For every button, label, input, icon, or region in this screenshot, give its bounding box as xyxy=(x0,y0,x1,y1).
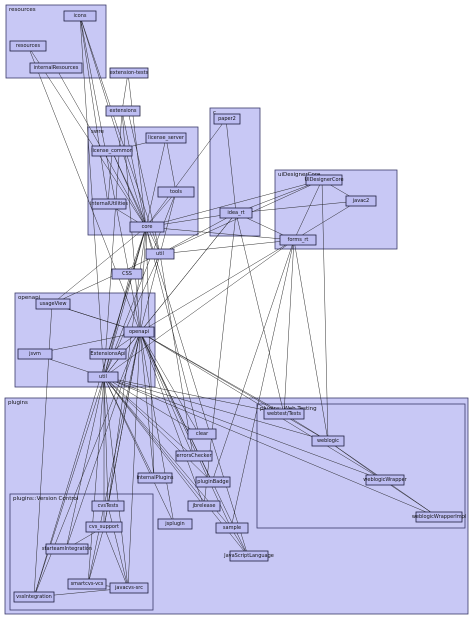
node-weblogic[interactable]: weblogic xyxy=(311,435,345,447)
node-license-common[interactable]: license_common xyxy=(91,145,133,157)
node-web-tests[interactable]: webtest/Tests xyxy=(263,408,305,420)
svg-text:vssIntegration: vssIntegration xyxy=(16,594,52,600)
svg-text:UIDesignerCore: UIDesignerCore xyxy=(304,177,343,183)
svg-text:clear: clear xyxy=(196,431,209,437)
svg-text:paper2: paper2 xyxy=(218,116,236,122)
svg-text:internalResources: internalResources xyxy=(34,65,79,71)
cluster-label: uiDesignerCore xyxy=(278,172,321,178)
node-vss-integration[interactable]: vssIntegration xyxy=(13,591,55,603)
svg-text:jsplugin: jsplugin xyxy=(164,521,184,527)
svg-text:forms_rt: forms_rt xyxy=(288,237,309,243)
node-jbrelease[interactable]: jbrelease xyxy=(187,500,221,512)
svg-text:idea_rt: idea_rt xyxy=(227,210,244,216)
cluster-label: resources xyxy=(9,7,36,13)
svg-text:JavaScriptLanguage: JavaScriptLanguage xyxy=(223,553,274,559)
cluster-label: openapi xyxy=(18,295,41,301)
svg-text:usageView: usageView xyxy=(40,301,67,307)
node-cvs-support[interactable]: cvs_support xyxy=(85,521,123,533)
svg-text:license_common: license_common xyxy=(91,148,133,154)
node-weblogic-wrapper-impl[interactable]: weblogicWrapperImpl xyxy=(412,511,466,523)
node-util-openapi[interactable]: util xyxy=(87,371,119,383)
node-cvs-tests[interactable]: cvsTests xyxy=(91,500,125,512)
node-javac2[interactable]: javac2 xyxy=(345,195,377,207)
cluster-label: plugins::Version Control xyxy=(13,496,79,502)
svg-text:extension-tests: extension-tests xyxy=(110,70,149,76)
node-javacvs-src[interactable]: javacvs-src xyxy=(109,582,149,594)
node-usage-view[interactable]: usageView xyxy=(35,298,71,310)
node-uidesigner-core[interactable]: UIDesignerCore xyxy=(304,174,344,186)
svg-text:internalUtilities: internalUtilities xyxy=(90,201,128,207)
svg-text:starteamIntegration: starteamIntegration xyxy=(42,546,92,552)
node-java-script-language[interactable]: JavaScriptLanguage xyxy=(223,550,274,562)
svg-text:util: util xyxy=(156,251,164,257)
svg-text:util: util xyxy=(99,374,107,380)
svg-text:ExtensionsApi: ExtensionsApi xyxy=(90,351,125,357)
svg-text:icons: icons xyxy=(74,13,87,19)
node-css[interactable]: CSS xyxy=(111,268,143,280)
cluster-plugins-web-testing: plugins::Web Testing xyxy=(256,403,466,529)
node-extension-tests[interactable]: extension-tests xyxy=(109,67,149,79)
node-tools[interactable]: tools xyxy=(157,186,195,198)
node-resources[interactable]: resources xyxy=(9,40,47,52)
svg-text:cvsTests: cvsTests xyxy=(98,503,119,509)
svg-text:license_server: license_server xyxy=(148,135,185,141)
svg-text:core: core xyxy=(142,224,153,230)
node-plugin-badge[interactable]: pluginBadge xyxy=(195,476,231,488)
svg-text:weblogic: weblogic xyxy=(317,438,339,444)
svg-text:jbrelease: jbrelease xyxy=(192,503,216,509)
svg-text:errorsChecker: errorsChecker xyxy=(176,453,212,459)
svg-text:internalPlugins: internalPlugins xyxy=(136,475,173,481)
svg-text:tools: tools xyxy=(170,189,182,195)
node-openapi[interactable]: openapi xyxy=(123,326,155,338)
node-jsplugin[interactable]: jsplugin xyxy=(157,518,193,530)
cluster-label: c xyxy=(213,110,216,116)
node-jsvm[interactable]: jsvm xyxy=(17,348,53,360)
svg-text:javacvs-src: javacvs-src xyxy=(114,585,143,591)
svg-text:webtest/Tests: webtest/Tests xyxy=(267,411,301,417)
node-core[interactable]: core xyxy=(129,221,165,233)
node-extensions[interactable]: extensions xyxy=(105,105,141,117)
svg-text:openapi: openapi xyxy=(129,329,149,335)
node-util[interactable]: util xyxy=(145,248,175,260)
svg-text:weblogicWrapperImpl: weblogicWrapperImpl xyxy=(412,514,466,520)
svg-text:smartcvs-vcs: smartcvs-vcs xyxy=(71,581,104,587)
svg-text:CSS: CSS xyxy=(122,271,132,277)
node-internal-utilities[interactable]: internalUtilities xyxy=(90,198,128,210)
node-icons[interactable]: icons xyxy=(63,10,97,22)
svg-text:jsvm: jsvm xyxy=(28,351,41,357)
node-intellij-vcs[interactable]: smartcvs-vcs xyxy=(67,578,107,590)
node-idea-rt[interactable]: idea_rt xyxy=(219,207,253,219)
node-weblogic-wrapper[interactable]: weblogicWrapper xyxy=(363,474,408,486)
node-internal-plugins[interactable]: internalPlugins xyxy=(136,472,174,484)
cluster-label: swre xyxy=(91,129,105,135)
svg-text:sample: sample xyxy=(223,525,241,531)
node-extensions-api[interactable]: ExtensionsApi xyxy=(89,348,127,360)
svg-text:cvs_support: cvs_support xyxy=(89,524,119,530)
cluster-label: plugins xyxy=(8,400,28,406)
node-license-server[interactable]: license_server xyxy=(145,132,187,144)
node-starteam-integration[interactable]: starteamIntegration xyxy=(42,543,92,555)
svg-text:weblogicWrapper: weblogicWrapper xyxy=(363,477,407,483)
node-forms-rt[interactable]: forms_rt xyxy=(279,234,317,246)
node-internal-resources[interactable]: internalResources xyxy=(29,62,83,74)
svg-text:javac2: javac2 xyxy=(352,198,369,204)
node-sample[interactable]: sample xyxy=(215,522,249,534)
svg-text:extensions: extensions xyxy=(110,108,137,114)
node-clear[interactable]: clear xyxy=(187,428,217,440)
node-paper2[interactable]: paper2 xyxy=(213,113,241,125)
svg-text:pluginBadge: pluginBadge xyxy=(197,479,228,485)
svg-text:resources: resources xyxy=(16,43,41,49)
node-errors-checker[interactable]: errorsChecker xyxy=(175,450,212,462)
